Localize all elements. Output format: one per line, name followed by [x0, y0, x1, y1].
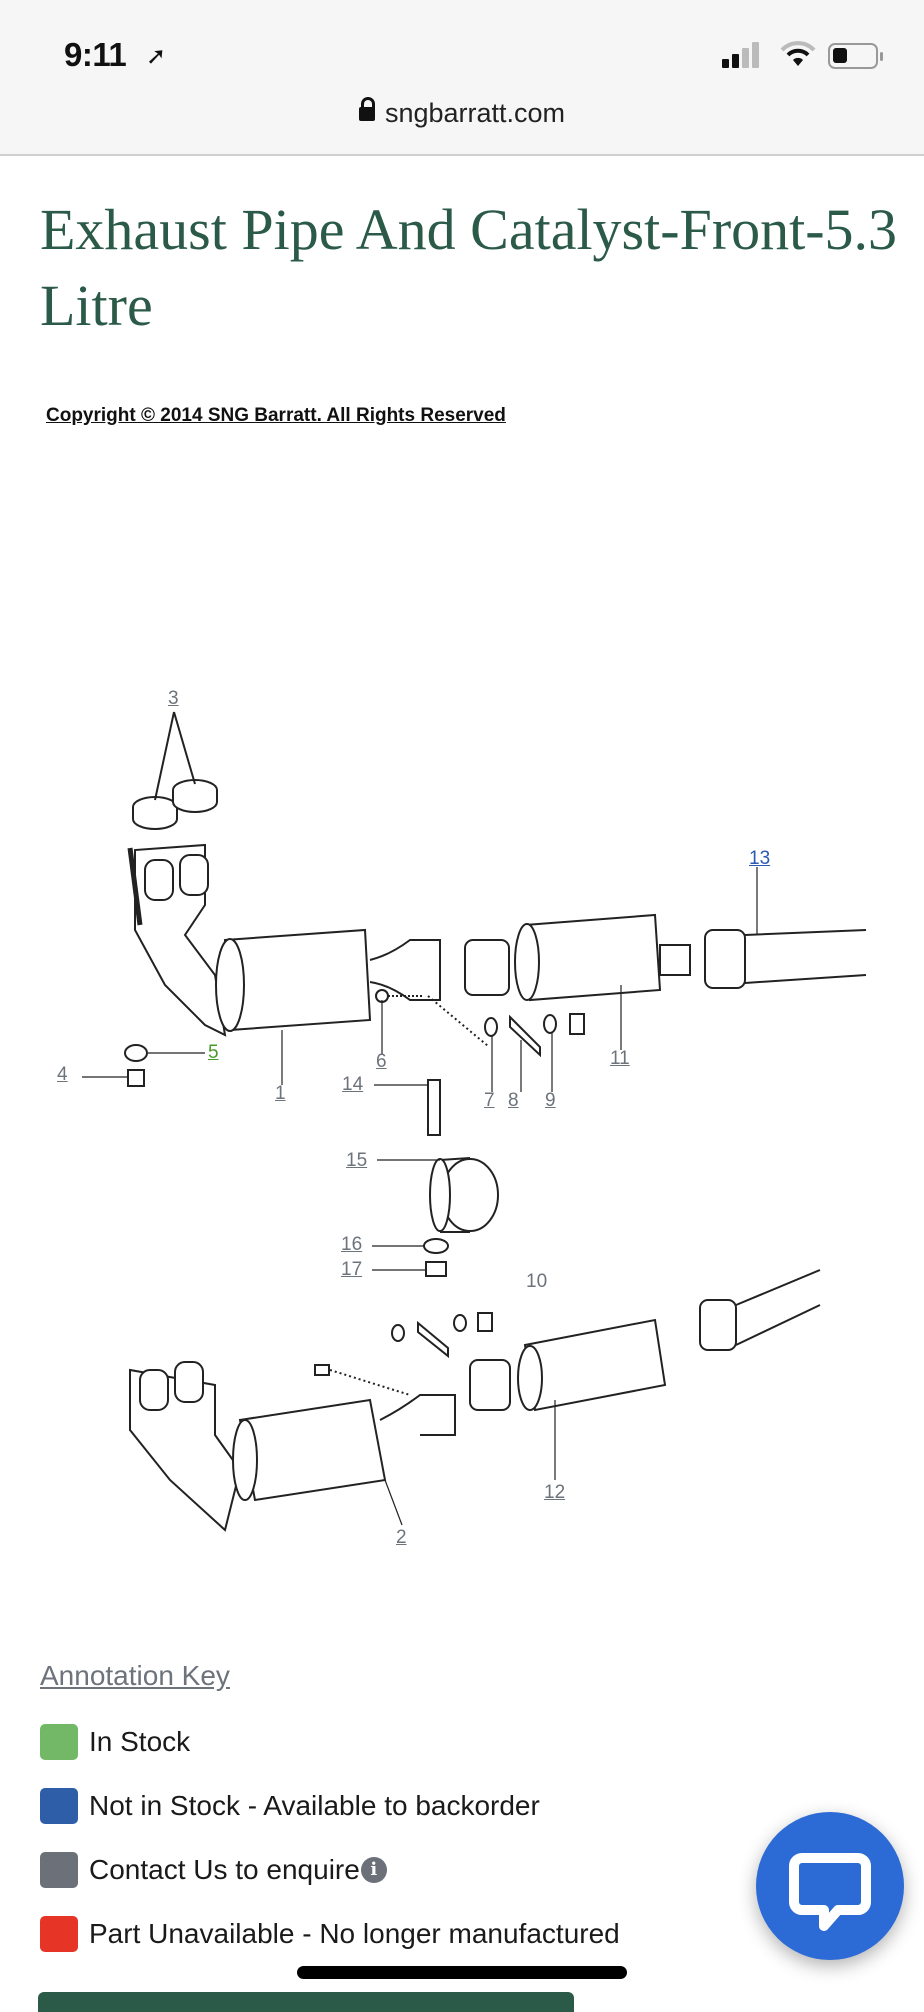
callout-7[interactable]: 7	[484, 1090, 495, 1111]
callout-14[interactable]: 14	[342, 1074, 364, 1095]
callout-5[interactable]: 5	[208, 1042, 219, 1063]
signal-icon	[722, 42, 762, 68]
leader-lines	[82, 867, 758, 1526]
red-swatch	[40, 1916, 78, 1952]
callout-8[interactable]: 8	[508, 1090, 519, 1111]
callout-12[interactable]: 12	[544, 1482, 566, 1503]
callout-16[interactable]: 16	[341, 1234, 363, 1255]
lock-icon	[358, 97, 375, 121]
page-title: Exhaust Pipe And Catalyst-Front-5.3 Litr…	[40, 197, 898, 338]
callout-6[interactable]: 6	[376, 1051, 387, 1072]
key-backorder: Not in Stock - Available to backorder	[40, 1787, 540, 1825]
status-time: 9:11	[64, 36, 127, 73]
info-icon[interactable]: i	[360, 1857, 387, 1883]
callout-10: 10	[526, 1271, 548, 1292]
live-chat-button[interactable]	[756, 1812, 904, 1960]
address-bar[interactable]: sngbarratt.com	[0, 97, 924, 129]
callout-4[interactable]: 4	[57, 1064, 68, 1085]
key-label: Part Unavailable - No longer manufacture…	[89, 1918, 620, 1949]
callout-1[interactable]: 1	[275, 1083, 286, 1104]
part-11-silencer	[464, 913, 691, 1002]
callout-17[interactable]: 17	[341, 1259, 363, 1280]
exploded-parts-diagram	[82, 711, 867, 1532]
callout-15[interactable]: 15	[346, 1150, 368, 1171]
annotation-key-link[interactable]: Annotation Key	[40, 1660, 230, 1691]
part-12-silencer	[469, 1269, 821, 1412]
copyright-link[interactable]: Copyright © 2014 SNG Barratt. All Rights…	[46, 405, 506, 426]
gray-swatch	[40, 1852, 78, 1888]
callout-2[interactable]: 2	[396, 1527, 407, 1548]
bottom-action-bar[interactable]	[38, 1992, 574, 2012]
small-hardware	[124, 1013, 585, 1136]
part-2-catalyst	[129, 1312, 493, 1532]
key-label: Not in Stock - Available to backorder	[89, 1790, 540, 1821]
green-swatch	[40, 1724, 78, 1760]
part-3-rings	[132, 711, 218, 830]
part-15-clamp	[423, 1157, 499, 1277]
part-13-pipe	[704, 929, 867, 989]
part-1-catalyst	[127, 843, 489, 1047]
blue-swatch	[40, 1788, 78, 1824]
callout-13[interactable]: 13	[749, 848, 771, 869]
key-label: Contact Us to enquire	[89, 1854, 360, 1885]
browser-chrome: 9:11 ➚ sngbarratt.com	[0, 0, 924, 156]
callout-9[interactable]: 9	[545, 1090, 556, 1111]
callout-3[interactable]: 3	[168, 688, 179, 709]
home-indicator	[297, 1966, 627, 1979]
url-text: sngbarratt.com	[384, 98, 566, 128]
key-label: In Stock	[89, 1726, 191, 1757]
wifi-icon	[780, 41, 816, 66]
chat-bubble-icon	[789, 1853, 871, 1931]
battery-icon	[828, 43, 883, 69]
key-unavailable: Part Unavailable - No longer manufacture…	[40, 1915, 620, 1953]
key-in-stock: In Stock	[40, 1723, 190, 1761]
location-arrow-icon: ➚	[146, 43, 167, 70]
callout-11[interactable]: 11	[610, 1048, 630, 1069]
